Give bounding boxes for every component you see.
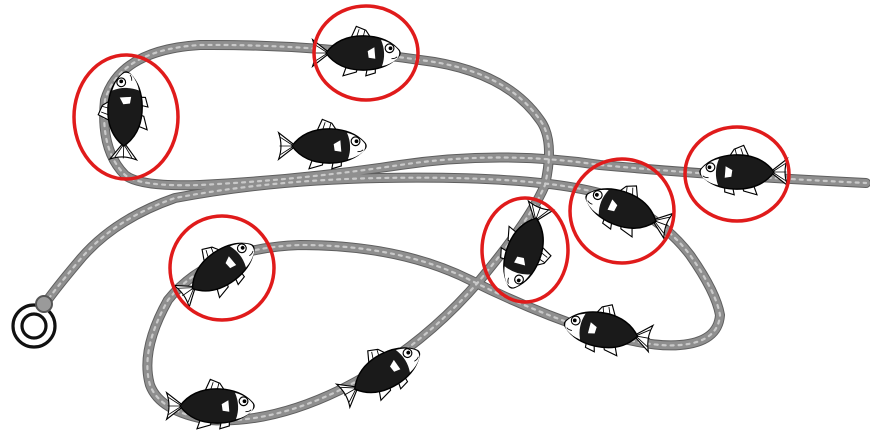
circle-fish-4: [683, 125, 791, 223]
circle-fish-6: [480, 196, 570, 304]
fish-3: [277, 118, 367, 170]
fish-4: [699, 144, 789, 196]
circle-fish-1: [72, 53, 180, 181]
fishing-line: [39, 39, 870, 426]
circle-fish-5: [568, 157, 676, 265]
fish-2: [311, 25, 401, 77]
fish-5: [577, 170, 679, 249]
fish-8: [559, 296, 656, 362]
circle-fish-7: [168, 214, 276, 322]
highlight-circles: [72, 4, 791, 322]
circle-fish-2: [312, 4, 420, 102]
line-end-rings-icon: [11, 295, 57, 349]
